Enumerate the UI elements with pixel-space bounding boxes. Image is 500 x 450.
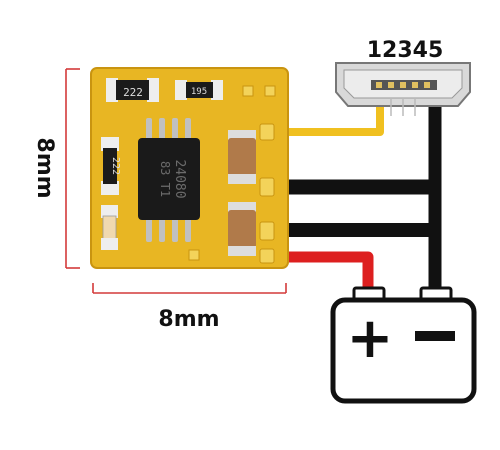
battery-body bbox=[330, 297, 477, 404]
red-wire bbox=[272, 251, 374, 290]
connector-pins bbox=[376, 82, 430, 88]
width-label: 8mm bbox=[158, 307, 219, 332]
resistor-top-right: 195 bbox=[175, 80, 223, 100]
chip-pins-bottom bbox=[146, 218, 191, 242]
resistor-top-right-label: 195 bbox=[191, 87, 207, 97]
yellow-wire bbox=[272, 100, 384, 136]
chip-label-line-1: 24080 bbox=[172, 159, 187, 198]
board-solder-pads bbox=[259, 123, 275, 264]
ic-chip: 24080 83 T1 bbox=[138, 138, 200, 220]
chip-label-line-2: 83 T1 bbox=[158, 161, 172, 197]
width-dimension: 8mm bbox=[92, 283, 287, 332]
capacitor-upper bbox=[228, 130, 256, 184]
battery-minus-bar bbox=[415, 331, 455, 341]
chip-pins-top bbox=[146, 118, 191, 140]
resistor-top-left: 222 bbox=[106, 78, 159, 102]
resistor-top-left-label: 222 bbox=[123, 86, 143, 99]
wires bbox=[272, 100, 442, 300]
battery-plus-symbol: + bbox=[347, 306, 394, 371]
resistor-side: 222 bbox=[101, 137, 121, 195]
capacitor-lower bbox=[228, 202, 256, 256]
pcb-board: 222 195 222 bbox=[90, 67, 289, 269]
battery: + − bbox=[330, 286, 477, 404]
height-dimension: 8mm bbox=[32, 68, 80, 269]
resistor-side-label: 222 bbox=[110, 157, 121, 175]
height-label: 8mm bbox=[32, 137, 57, 198]
connector-pins-label: 12345 bbox=[367, 38, 444, 63]
micro-usb-connector: 12345 bbox=[335, 38, 471, 116]
